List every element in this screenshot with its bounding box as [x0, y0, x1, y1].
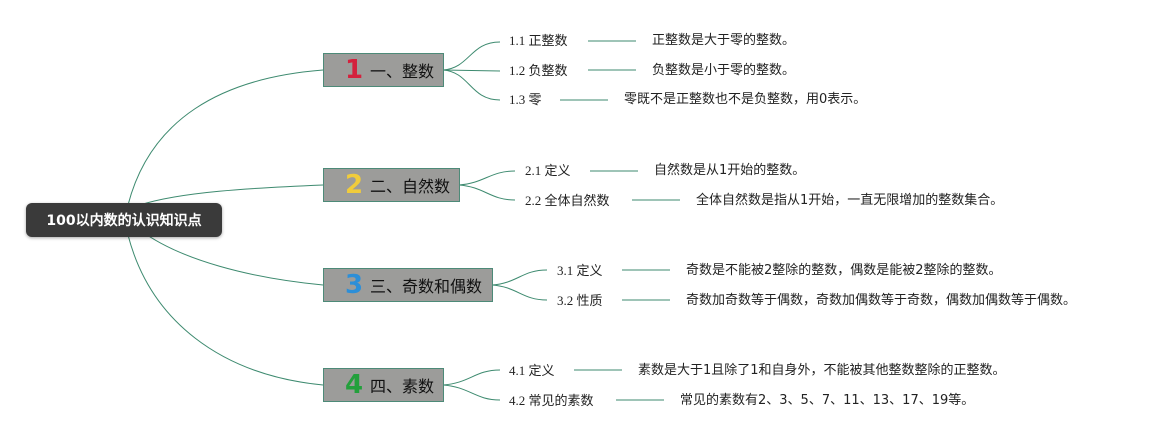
root-label: 100以内数的认识知识点: [46, 213, 202, 229]
number-badge-2: 2: [344, 170, 364, 200]
child-label-3-2[interactable]: 3.2 性质: [557, 293, 603, 308]
link-b1-c1: [442, 41, 501, 71]
number-badge-4: 4: [344, 370, 364, 400]
branch-label-4: 四、素数: [370, 377, 435, 396]
number-badge-3: 3: [344, 270, 364, 300]
child-label-1-1[interactable]: 1.1 正整数: [509, 33, 568, 48]
child-label-4-2[interactable]: 4.2 常见的素数: [509, 393, 594, 408]
child-desc-3-1: 奇数是不能被2整除的整数，偶数是能被2整除的整数。: [686, 263, 1002, 278]
child-label-4-1[interactable]: 4.1 定义: [509, 363, 555, 378]
root-node[interactable]: 100以内数的认识知识点: [26, 203, 222, 237]
child-desc-2-1: 自然数是从1开始的整数。: [654, 163, 806, 178]
link-b4-c2: [442, 384, 501, 401]
link-b2-c1: [458, 170, 516, 186]
child-label-2-2[interactable]: 2.2 全体自然数: [525, 193, 610, 208]
child-desc-1-2: 负整数是小于零的整数。: [652, 63, 796, 78]
branch-label-3: 三、奇数和偶数: [370, 277, 483, 296]
branch-label-1: 一、整数: [370, 62, 435, 81]
link-b1-c3: [442, 69, 501, 101]
number-badge-1: 1: [344, 55, 364, 85]
link-b4-c1: [442, 369, 501, 386]
branch-label-2: 二、自然数: [370, 177, 451, 196]
link-root-branch-4: [127, 234, 324, 386]
branch-node-3[interactable]: 3 三、奇数和偶数: [323, 268, 493, 302]
link-root-branch-1: [127, 69, 324, 206]
child-label-3-1[interactable]: 3.1 定义: [557, 263, 603, 278]
child-desc-1-3: 零既不是正整数也不是负整数，用0表示。: [624, 92, 867, 107]
child-desc-4-2: 常见的素数有2、3、5、7、11、13、17、19等。: [680, 393, 975, 408]
child-desc-1-1: 正整数是大于零的整数。: [652, 33, 796, 48]
branch-node-4[interactable]: 4 四、素数: [323, 368, 444, 402]
link-root-branch-2: [139, 184, 324, 206]
child-desc-4-1: 素数是大于1且除了1和自身外，不能被其他整数整除的正整数。: [638, 363, 1006, 378]
link-b3-c2: [491, 284, 548, 301]
link-b3-c1: [491, 269, 548, 286]
link-b2-c2: [458, 184, 516, 201]
link-b1-c2: [442, 69, 501, 72]
child-label-2-1[interactable]: 2.1 定义: [525, 163, 571, 178]
child-label-1-3[interactable]: 1.3 零: [509, 92, 542, 107]
child-label-1-2[interactable]: 1.2 负整数: [509, 63, 568, 78]
branch-node-2[interactable]: 2 二、自然数: [323, 168, 460, 202]
branch-node-1[interactable]: 1 一、整数: [323, 53, 444, 87]
link-root-branch-3: [139, 229, 324, 286]
child-desc-3-2: 奇数加奇数等于偶数，奇数加偶数等于奇数，偶数加偶数等于偶数。: [686, 293, 1077, 308]
child-desc-2-2: 全体自然数是指从1开始，一直无限增加的整数集合。: [696, 193, 1004, 208]
